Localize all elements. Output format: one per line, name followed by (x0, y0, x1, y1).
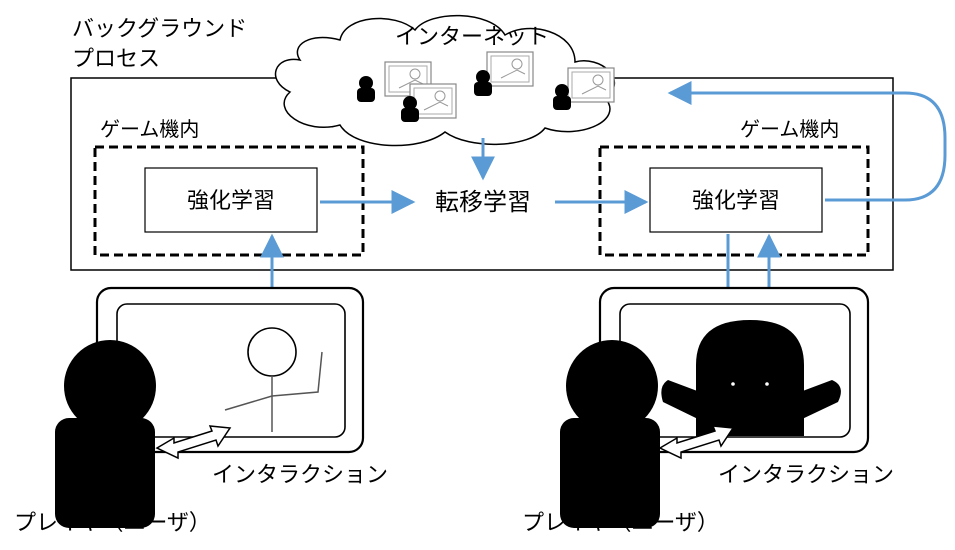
left-rl-module (144, 167, 318, 233)
right-rl-label: 強化学習 (692, 189, 780, 214)
left-game-device-label: ゲーム機内 (100, 117, 199, 141)
ai-agent-character (661, 320, 841, 436)
right-rl-module (649, 167, 823, 233)
left-player-silhouette (55, 340, 156, 528)
left-interaction-arrow (155, 425, 232, 460)
left-interaction-label: インタラクション (212, 463, 388, 488)
left-player-scene: インタラクション プレイヤ（ユーザ） (14, 286, 388, 536)
internet-label: インターネット (395, 25, 549, 50)
arrow-right-rl-to-internet (667, 81, 947, 202)
right-player-label: プレイヤ（ユーザ） (522, 511, 719, 536)
stick-figure (224, 327, 323, 432)
right-interaction-arrow (658, 425, 735, 460)
transfer-learning-label: 転移学習 (435, 188, 531, 216)
right-player-scene: インタラクション プレイヤ（ユーザ） (522, 286, 894, 536)
right-game-device-label: ゲーム機内 (740, 117, 839, 141)
right-interaction-label: インタラクション (718, 463, 894, 488)
background-process-label-1: バックグラウンド (72, 17, 247, 42)
background-process-label-2: プロセス (72, 47, 160, 72)
right-player-silhouette (560, 340, 660, 528)
left-player-label: プレイヤ（ユーザ） (14, 511, 211, 536)
internet-cloud: インターネット (274, 14, 616, 147)
left-rl-label: 強化学習 (187, 189, 275, 214)
